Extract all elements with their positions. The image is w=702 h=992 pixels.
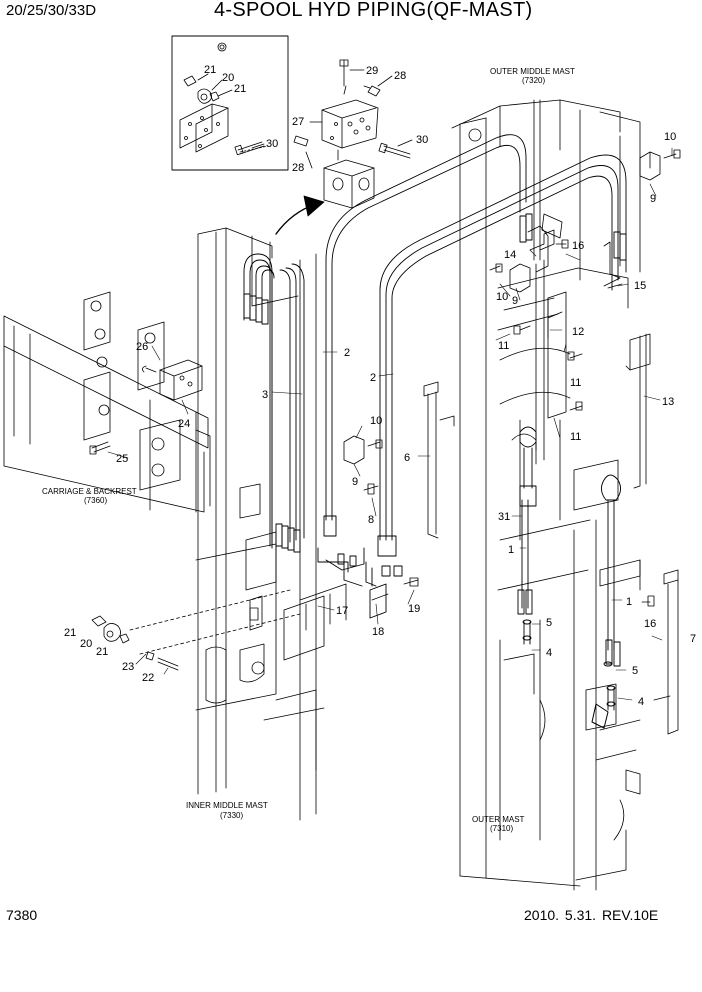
callout-21: 21 [64, 627, 76, 639]
callout-28: 28 [394, 70, 406, 82]
callout-18: 18 [372, 626, 384, 638]
callout-29: 29 [366, 65, 378, 77]
caption-inner-middle-mast: INNER MIDDLE MAST [186, 801, 268, 810]
clamps-brackets [299, 149, 681, 735]
model-code: 20/25/30/33D [6, 2, 97, 19]
callout-25: 25 [116, 453, 128, 465]
callout-20: 20 [80, 638, 92, 650]
block-assembly [293, 59, 413, 209]
callout-6: 6 [404, 452, 410, 464]
leader-lines [107, 147, 673, 701]
page-title: 4-SPOOL HYD PIPING(QF-MAST) [214, 0, 533, 21]
callout-2: 2 [344, 347, 350, 359]
revision-date: 2010. 5.31. REV.10E [524, 907, 659, 923]
callout-23: 23 [122, 661, 134, 673]
callout-7: 7 [690, 633, 696, 645]
caption-outer-mast: OUTER MAST [472, 815, 525, 824]
callout-2: 2 [370, 372, 376, 384]
callout-8: 8 [368, 514, 374, 526]
caption-outer-mast-no: (7310) [490, 824, 513, 833]
caption-carriage-no: (7360) [84, 496, 107, 505]
caption-carriage: CARRIAGE & BACKREST [42, 487, 137, 496]
callout-3: 3 [262, 389, 268, 401]
callout-21: 21 [96, 646, 108, 658]
inner-middle-mast [195, 227, 325, 821]
callout-31: 31 [498, 511, 510, 523]
callout-11: 11 [570, 431, 581, 443]
callout-15: 15 [634, 280, 646, 292]
callout-21: 21 [234, 83, 246, 95]
callout-labels: 21 20 21 30 29 28 27 28 30 10 9 16 14 10… [64, 64, 696, 708]
callout-17: 17 [336, 605, 348, 617]
callout-24: 24 [178, 418, 190, 430]
caption-outer-middle-mast-no: (7320) [522, 76, 545, 85]
callout-30: 30 [266, 138, 278, 150]
caption-outer-middle-mast: OUTER MIDDLE MAST [490, 67, 575, 76]
outer-middle-mast [451, 99, 641, 891]
callout-9: 9 [650, 193, 656, 205]
callout-1: 1 [508, 544, 514, 556]
callout-26: 26 [136, 341, 148, 353]
callout-4: 4 [638, 696, 644, 708]
callout-9: 9 [352, 476, 358, 488]
inset-detail [171, 35, 289, 171]
carriage-backrest [3, 291, 211, 513]
page-number: 7380 [6, 907, 38, 923]
callout-13: 13 [662, 396, 674, 408]
callout-10: 10 [496, 291, 508, 303]
hose-2 [317, 134, 627, 619]
hose-bundle-3 [243, 253, 305, 553]
roller-assembly [91, 589, 301, 671]
callout-22: 22 [142, 672, 154, 684]
callout-9: 9 [512, 295, 518, 307]
callout-5: 5 [632, 665, 638, 677]
cylinder-31 [511, 213, 567, 465]
callout-1: 1 [626, 596, 632, 608]
callout-28: 28 [292, 162, 304, 174]
assembly-captions: OUTER MIDDLE MAST (7320) CARRIAGE & BACK… [42, 67, 575, 833]
callout-12: 12 [572, 326, 584, 338]
callout-27: 27 [292, 116, 304, 128]
callout-10: 10 [664, 131, 676, 143]
callout-14: 14 [504, 249, 516, 261]
callout-21: 21 [204, 64, 216, 76]
callout-4: 4 [546, 647, 552, 659]
callout-16: 16 [572, 240, 584, 252]
hose-1 [517, 426, 621, 711]
callout-19: 19 [408, 603, 420, 615]
callout-5: 5 [546, 617, 552, 629]
callout-30: 30 [416, 134, 428, 146]
callout-16: 16 [644, 618, 656, 630]
callout-10: 10 [370, 415, 382, 427]
callout-11: 11 [498, 340, 509, 352]
caption-inner-middle-mast-no: (7330) [220, 811, 243, 820]
callout-20: 20 [222, 72, 234, 84]
callout-11: 11 [570, 377, 581, 389]
